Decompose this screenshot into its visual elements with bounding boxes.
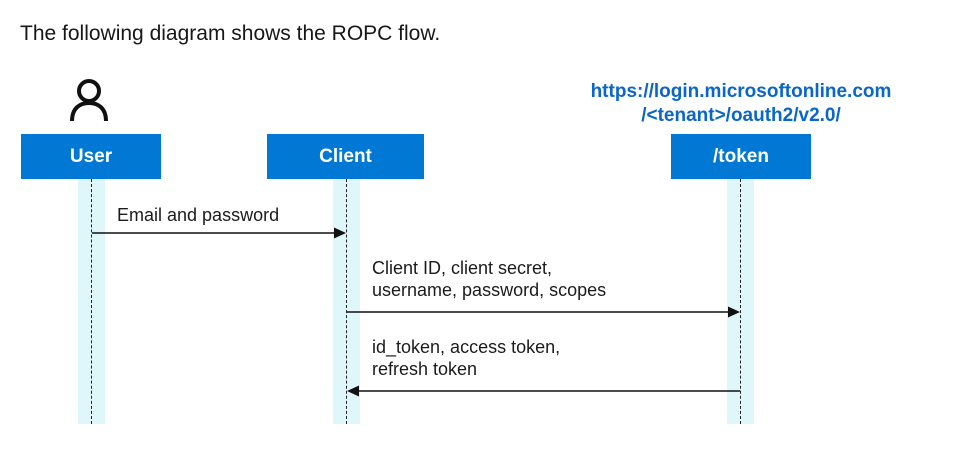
message-label-2: Client ID, client secret, username, pass… — [372, 257, 606, 301]
client-lifeline — [346, 179, 347, 424]
person-icon — [70, 79, 108, 122]
token-lifeline — [740, 179, 741, 424]
actor-client: Client — [267, 134, 424, 179]
actor-token-endpoint: /token — [671, 134, 811, 179]
arrow-token-to-client — [347, 385, 740, 397]
intro-text: The following diagram shows the ROPC flo… — [20, 22, 441, 45]
user-lifeline — [91, 179, 92, 424]
actor-user: User — [21, 134, 161, 179]
arrow-client-to-token — [347, 306, 740, 318]
message-1-line-1: Email and password — [117, 205, 280, 225]
message-3-line-1: id_token, access token, — [372, 337, 561, 357]
token-endpoint-url: https://login.microsoftonline.com /<tena… — [560, 80, 922, 128]
endpoint-url-line-1: https://login.microsoftonline.com — [590, 81, 892, 102]
endpoint-url-line-2: /<tenant>/oauth2/v2.0/ — [641, 105, 841, 126]
message-label-3: id_token, access token, refresh token — [372, 336, 560, 380]
arrow-user-to-client — [92, 227, 346, 239]
message-label-1: Email and password — [117, 204, 279, 226]
message-2-line-1: Client ID, client secret, — [372, 258, 553, 278]
message-2-line-2: username, password, scopes — [372, 280, 607, 300]
message-3-line-2: refresh token — [372, 359, 478, 379]
